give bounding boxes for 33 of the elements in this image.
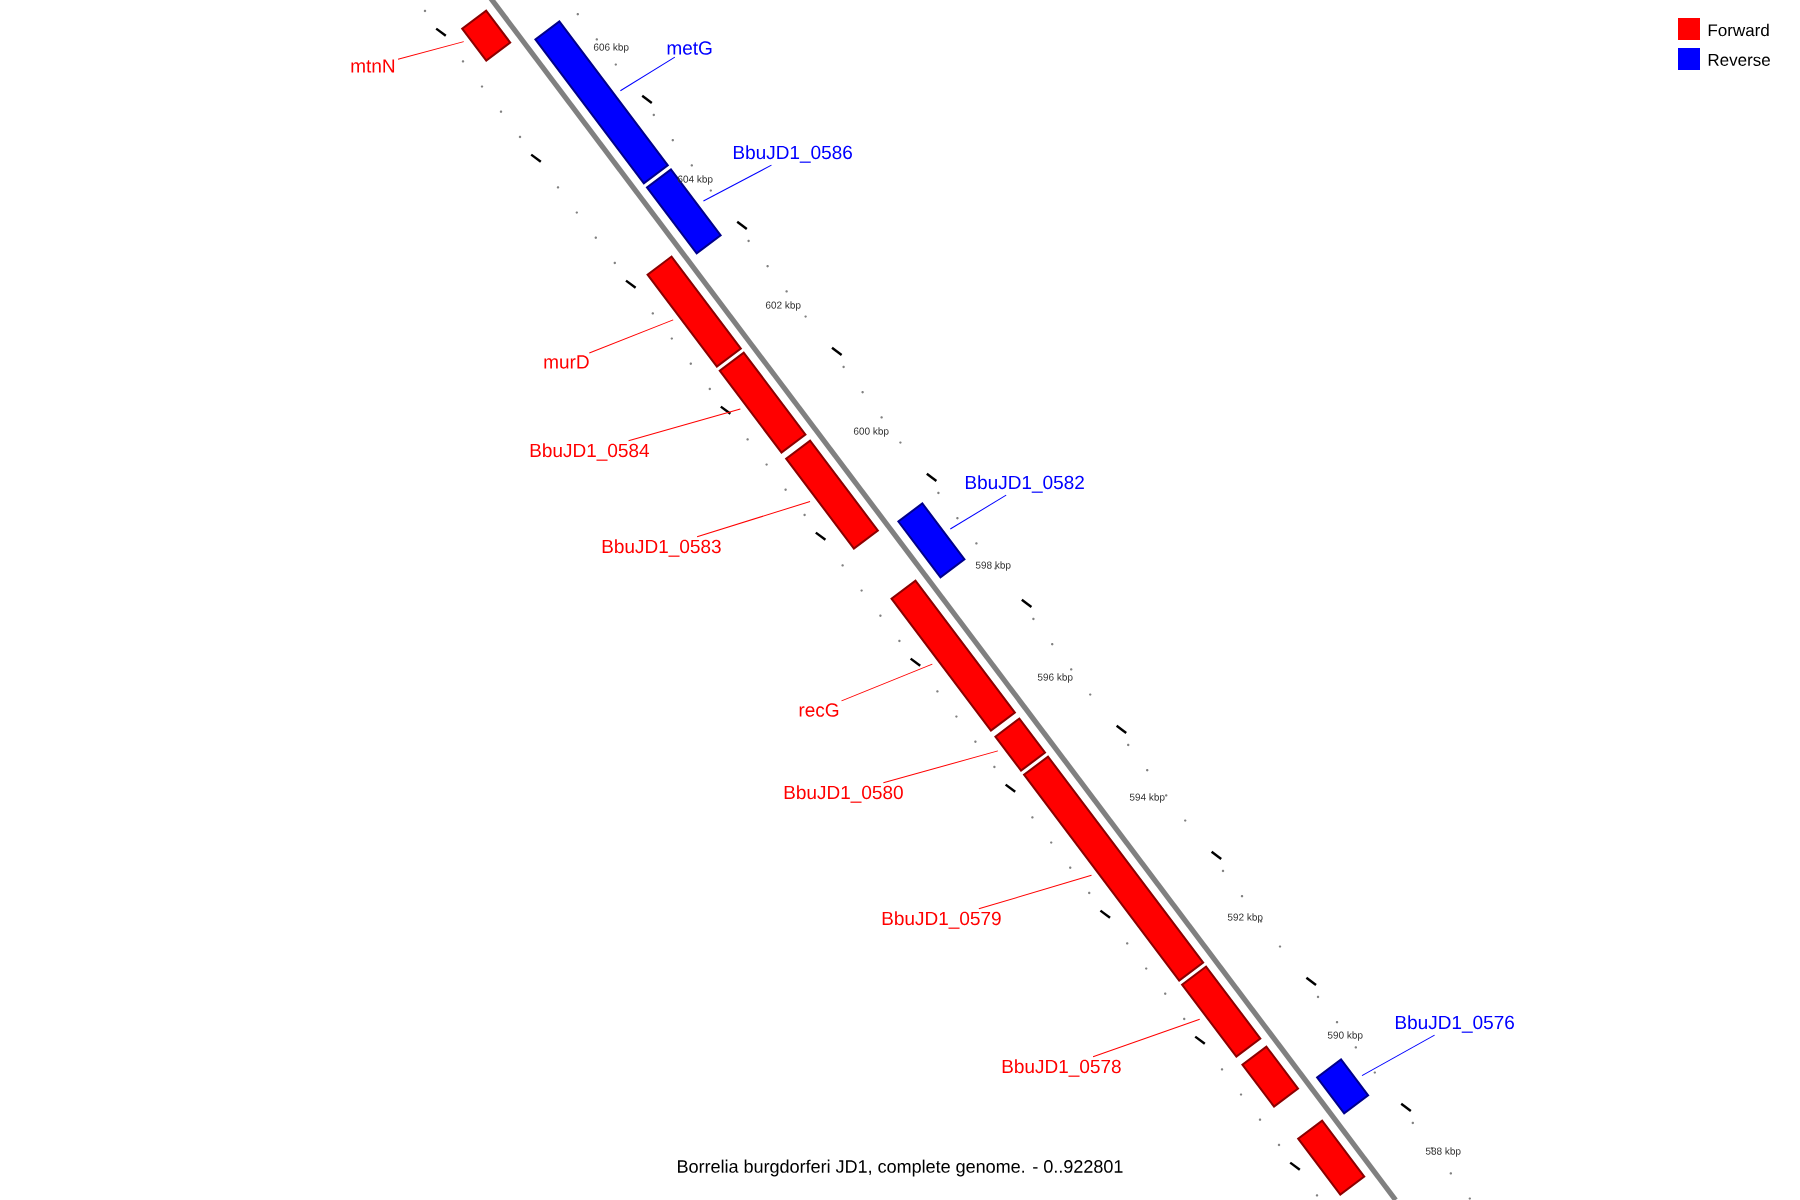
gene-label: murD: [544, 355, 589, 369]
gene-label: BbuJD1_0584: [530, 443, 649, 461]
gene-label: BbuJD1_0582: [966, 475, 1084, 493]
gene-label: BbuJD1_0586: [734, 145, 852, 163]
gene-label: BbuJD1_0579: [882, 911, 1001, 929]
leader-line: [1361, 1034, 1436, 1077]
leader-line: [588, 319, 674, 354]
gene-bar: [1315, 1058, 1370, 1115]
gene-bar: [718, 351, 807, 454]
gene-label: recG: [799, 703, 839, 717]
legend-label: Reverse: [1708, 54, 1770, 66]
gene-bar: [1022, 755, 1205, 982]
gene-bar: [896, 502, 966, 579]
leader-line: [696, 500, 811, 538]
gene-label: BbuJD1_0576: [1396, 1015, 1514, 1033]
leader-line: [841, 663, 933, 702]
leader-line: [949, 494, 1007, 530]
gene-label: BbuJD1_0583: [602, 539, 721, 557]
legend-label: Forward: [1708, 23, 1769, 37]
leader-line: [619, 56, 676, 92]
leader-line: [978, 874, 1092, 910]
gene-bar: [460, 9, 512, 62]
leader-line: [702, 164, 772, 202]
leader-line: [628, 408, 741, 442]
leader-line: [882, 750, 999, 784]
caption: Borrelia burgdorferi JD1, complete genome. - 0..922801: [678, 1159, 1123, 1177]
gene-label: BbuJD1_0578: [1002, 1059, 1121, 1077]
gene-label: metG: [667, 41, 712, 55]
leader-line: [1092, 1018, 1201, 1058]
gene-label: BbuJD1_0580: [784, 785, 903, 803]
gene-label: mtnN: [351, 59, 395, 73]
gene-bar: [1296, 1119, 1366, 1196]
leader-line: [397, 41, 465, 60]
